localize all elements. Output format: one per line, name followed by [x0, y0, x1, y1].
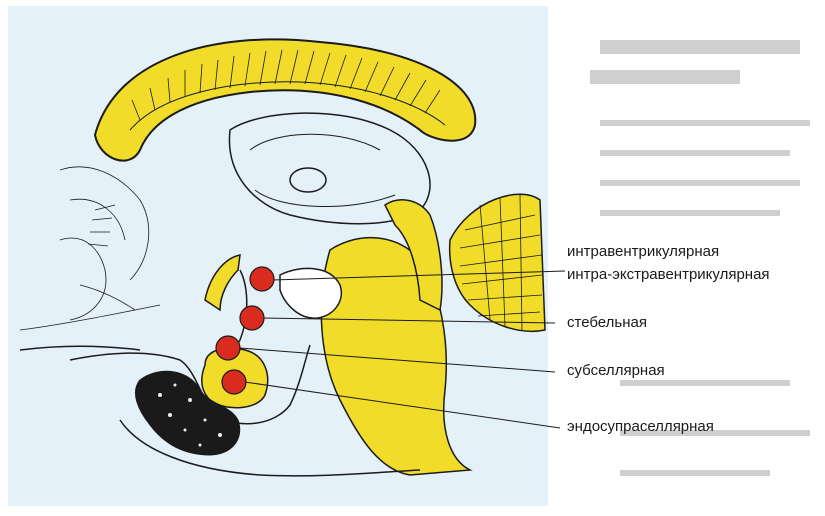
- massa-intermedia: [290, 168, 326, 192]
- label-intra-extraventricular: интра-экстравентрикулярная: [567, 266, 770, 284]
- label-stalk: стебельная: [567, 314, 647, 332]
- tumor-dot-subsellar: [216, 336, 240, 360]
- label-intraventricular: интравентрикулярная: [567, 243, 719, 261]
- label-subsellar: субселлярная: [567, 362, 665, 380]
- tumor-dot-stalk: [240, 306, 264, 330]
- tumor-dot-intraventricular: [250, 267, 274, 291]
- tumor-dot-endosuprasellar: [222, 370, 246, 394]
- label-endosuprasellar: эндосупраселлярная: [567, 418, 714, 436]
